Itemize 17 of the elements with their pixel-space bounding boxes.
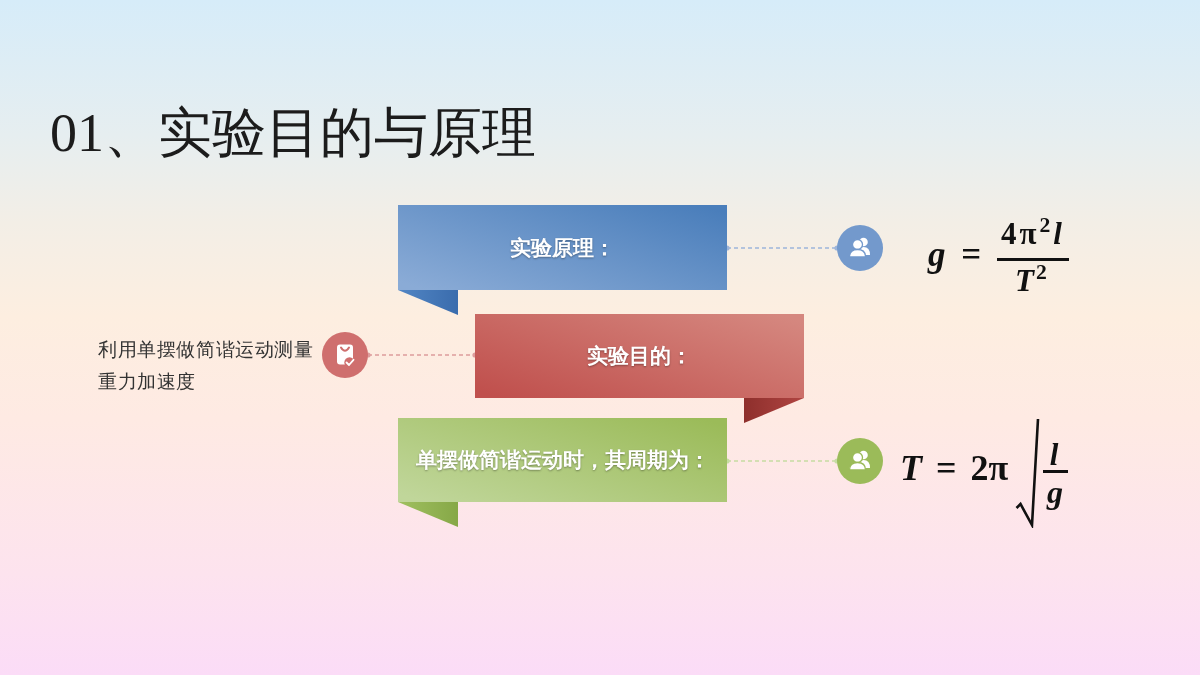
formula-text: g =	[928, 236, 982, 275]
ribbon-banner	[398, 418, 727, 527]
banner-title: 实验原理：	[510, 234, 615, 262]
formula-text: 4π$^{2}$l	[1001, 217, 1065, 252]
formula-text: l	[1049, 438, 1059, 473]
formula-text: T = 2π	[900, 449, 1009, 489]
slide-title: 01、实验目的与原理	[50, 102, 536, 165]
formula-text: T$^{2}$	[1015, 264, 1049, 299]
people-icon	[837, 438, 883, 484]
banner-title: 实验目的：	[587, 343, 692, 370]
formula-text: g	[1047, 475, 1063, 511]
people-icon	[837, 225, 883, 271]
bag-check-icon	[322, 332, 368, 378]
ribbon-banner	[398, 205, 727, 315]
purpose-text: 利用单摆做简谐运动测量重力加速度	[98, 337, 315, 394]
ribbon-banner	[475, 314, 804, 423]
banner-title: 单摆做简谐运动时，其周期为：	[415, 447, 710, 474]
